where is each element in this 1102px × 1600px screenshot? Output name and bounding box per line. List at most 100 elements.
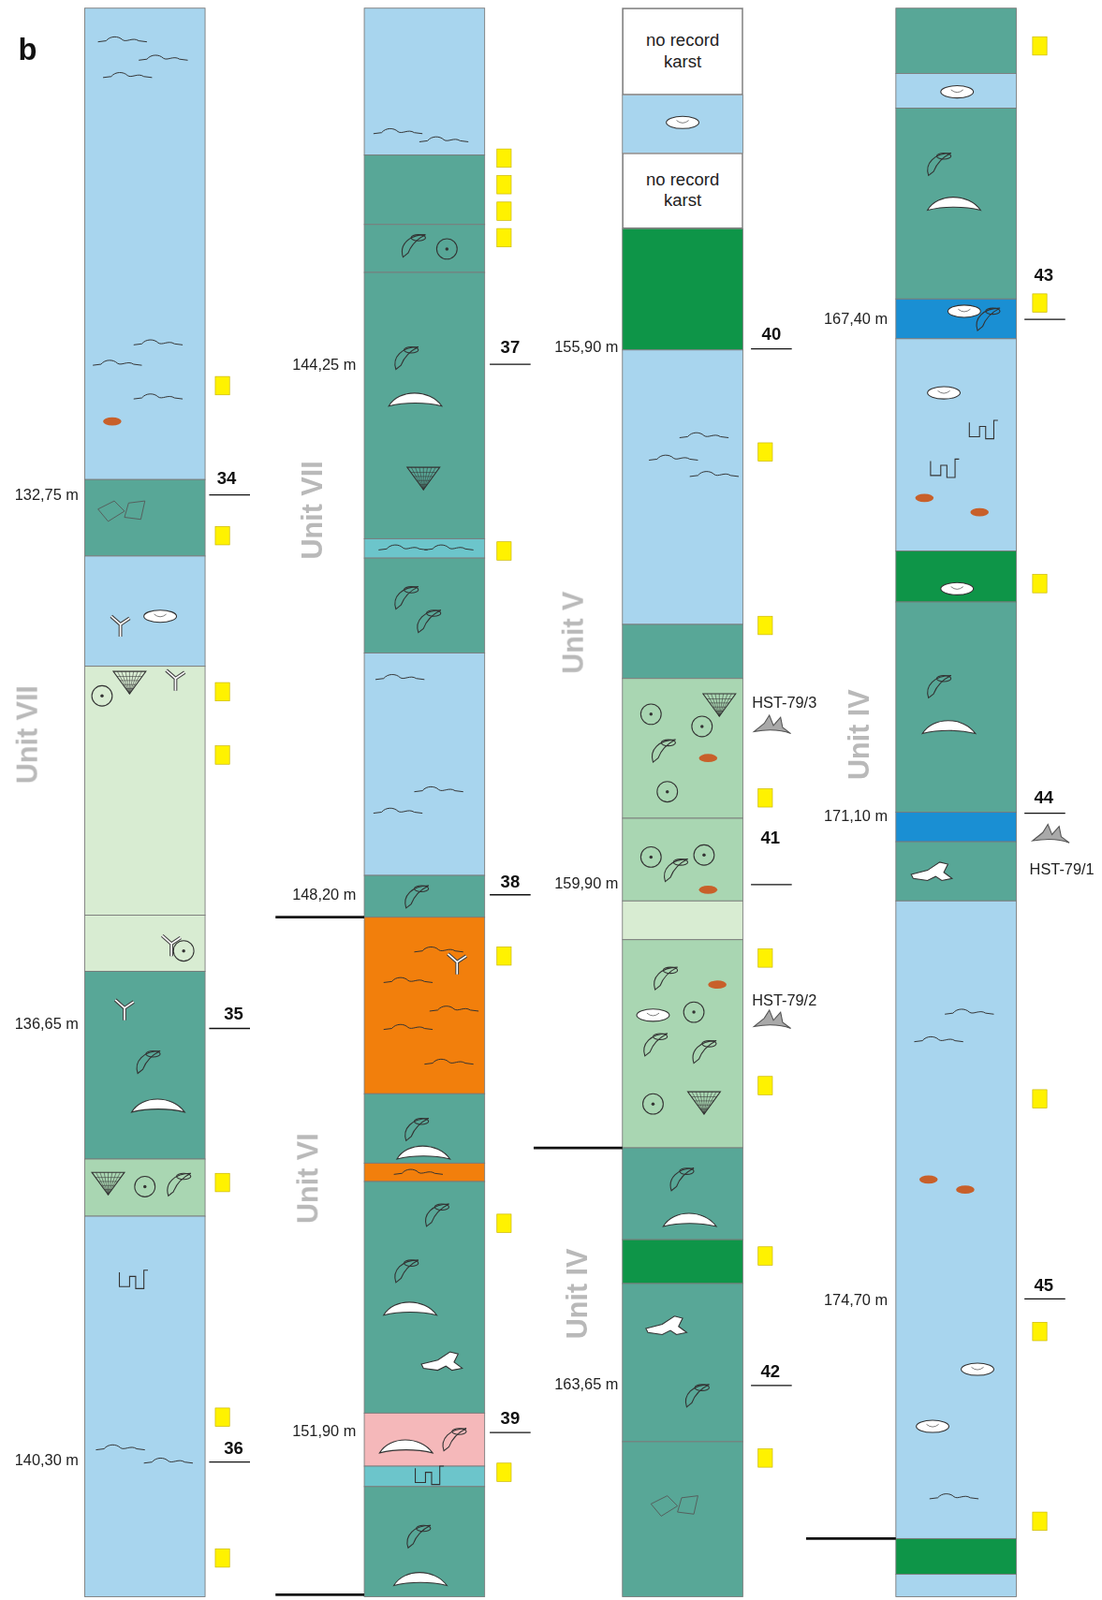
- fossil-symbol: [115, 999, 134, 1021]
- fossil-symbol: [111, 616, 131, 637]
- no-record-band: no record karst: [622, 8, 744, 96]
- lithology-band: [622, 228, 744, 351]
- unit-label: Unit IV: [562, 1248, 595, 1340]
- lithology-band: [364, 1412, 485, 1467]
- lithology-band: [622, 900, 744, 940]
- sample-tick: [1024, 1298, 1066, 1300]
- sample-marker: [1032, 1089, 1047, 1109]
- fossil-symbol: [429, 1006, 479, 1012]
- fossil-symbol: [636, 1009, 670, 1022]
- fossil-symbol: [976, 308, 1000, 331]
- fossil-symbol: [133, 339, 183, 345]
- fossil-symbol: [940, 86, 974, 99]
- sample-number: 39: [500, 1410, 521, 1429]
- sample-marker: [1032, 36, 1047, 56]
- unit-boundary: [275, 1593, 365, 1597]
- depth-label: 155,90 m: [554, 338, 618, 356]
- lithology-band: [364, 8, 485, 156]
- fossil-symbol: [405, 885, 429, 909]
- lithology-band: [364, 155, 485, 225]
- fossil-symbol: [692, 1041, 717, 1064]
- lithology-band: [84, 556, 206, 667]
- sample-tick: [208, 1028, 250, 1029]
- log-column: [84, 8, 206, 1598]
- unit-label: Unit VI: [293, 1132, 325, 1224]
- fossil-symbol: [927, 386, 961, 399]
- sample-number: 38: [500, 872, 521, 892]
- depth-label: 148,20 m: [292, 886, 356, 904]
- fossil-symbol: [699, 885, 719, 895]
- sample-number: 37: [500, 337, 521, 357]
- fossil-symbol: [373, 128, 423, 133]
- band-text: no record karst: [633, 30, 733, 73]
- fossil-symbol: [1032, 824, 1070, 844]
- depth-label: 132,75 m: [14, 486, 79, 504]
- fossil-symbol: [417, 610, 441, 633]
- fossil-symbol: [424, 1058, 473, 1064]
- fossil-symbol: [383, 977, 433, 983]
- fossil-symbol: [670, 1168, 694, 1191]
- sample-marker: [497, 175, 512, 194]
- fossil-symbol: [913, 1036, 963, 1042]
- sample-tick: [750, 1384, 793, 1386]
- lithology-band: [84, 915, 206, 972]
- fossil-symbol: [419, 136, 469, 142]
- lithology-band: [364, 652, 485, 876]
- fossil-symbol: [927, 197, 982, 211]
- fossil-symbol: [703, 693, 736, 717]
- fossil-symbol: [92, 360, 142, 366]
- band-text: no record karst: [633, 170, 733, 212]
- lithology-band: [364, 1093, 485, 1163]
- fossil-symbol: [388, 393, 442, 407]
- lithology-band: [622, 678, 744, 819]
- fossil-symbol: [683, 1001, 705, 1023]
- fossil-symbol: [91, 1172, 125, 1195]
- depth-label: 159,90 m: [554, 875, 618, 893]
- depth-label: 171,10 m: [823, 808, 888, 825]
- fossil-symbol: [136, 1050, 161, 1073]
- specimen-label: HST-79/1: [1029, 861, 1095, 879]
- lithology-band: [364, 1181, 485, 1413]
- fossil-symbol: [421, 1351, 463, 1371]
- fossil-symbol: [916, 1420, 950, 1433]
- fossil-symbol: [95, 1444, 145, 1450]
- fossil-symbol: [688, 1091, 721, 1115]
- sample-marker: [758, 616, 773, 635]
- lithology-band: [622, 1147, 744, 1240]
- fossil-symbol: [969, 420, 999, 440]
- lithology-band: [622, 1283, 744, 1442]
- sample-tick: [208, 1461, 250, 1463]
- sample-number: 45: [1034, 1277, 1055, 1296]
- depth-label: 151,90 m: [292, 1423, 356, 1440]
- sample-marker: [758, 1247, 773, 1266]
- fossil-symbol: [930, 458, 960, 478]
- fossil-symbol: [102, 417, 122, 427]
- sample-number: 40: [762, 324, 782, 344]
- fossil-symbol: [442, 1428, 467, 1452]
- lithology-band: [896, 900, 1017, 1539]
- sample-number: 36: [223, 1439, 244, 1458]
- sample-marker: [215, 746, 230, 765]
- sample-marker: [497, 202, 512, 221]
- fossil-symbol: [424, 544, 473, 550]
- lithology-band: [896, 1538, 1017, 1574]
- fossil-symbol: [413, 786, 463, 792]
- fossil-symbol: [646, 1316, 688, 1336]
- lithology-band: [896, 1574, 1017, 1598]
- sample-marker: [215, 376, 230, 396]
- lithology-band: [84, 970, 206, 1160]
- lithology-band: [896, 841, 1017, 901]
- fossil-symbol: [415, 1466, 445, 1485]
- fossil-symbol: [662, 1213, 717, 1227]
- fossil-symbol: [395, 1260, 419, 1283]
- fossil-symbol: [113, 671, 147, 694]
- fossil-symbol: [407, 467, 441, 490]
- fossil-symbol: [436, 238, 457, 260]
- lithology-band: [896, 108, 1017, 300]
- fossil-symbol: [375, 674, 425, 679]
- unit-label: Unit V: [558, 591, 591, 675]
- fossil-symbol: [133, 394, 183, 399]
- sample-tick: [208, 494, 250, 496]
- no-record-band: no record karst: [622, 152, 744, 229]
